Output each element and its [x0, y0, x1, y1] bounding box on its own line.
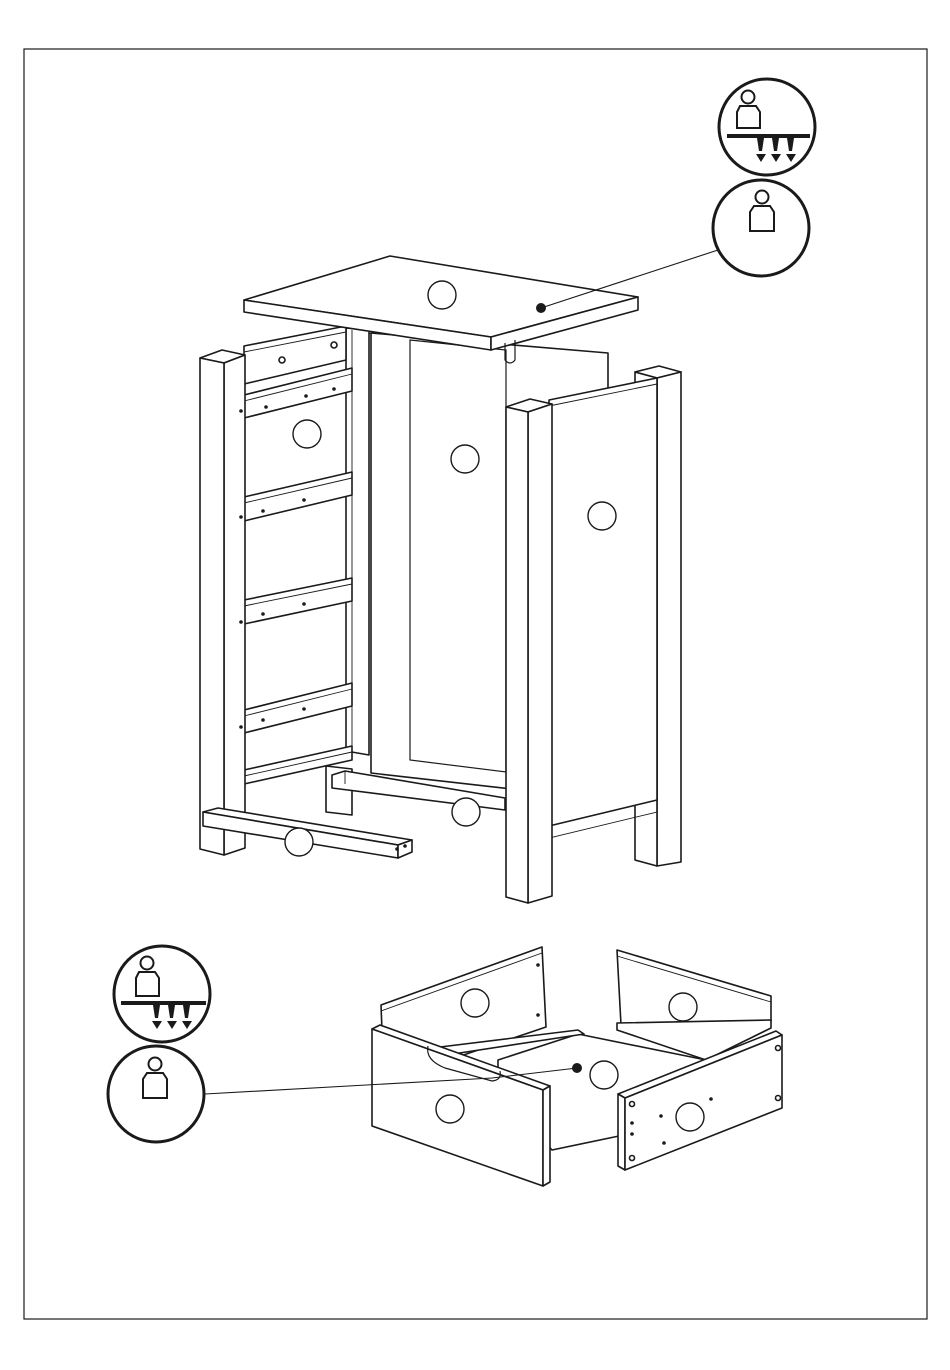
part-callout-back-panel [451, 445, 479, 473]
floor-protection-icon-top [719, 79, 815, 175]
part-callout-back-rail [452, 798, 480, 826]
right-side-frame [506, 366, 681, 903]
part-callout-drawer-right-back [669, 993, 697, 1021]
part-callout-drawer-back [461, 989, 489, 1017]
drawer-assembly [205, 947, 782, 1186]
person-icon-bottom [108, 1046, 204, 1142]
part-callout-right-side [588, 502, 616, 530]
part-callout-front-rail [285, 828, 313, 856]
part-callout-drawer-right-side [676, 1103, 704, 1131]
person-icon-top [713, 180, 809, 276]
floor-protection-icon-bottom [114, 946, 210, 1042]
part-callout-top-panel [428, 281, 456, 309]
part-callout-drawer-bottom [590, 1061, 618, 1089]
part-callout-drawer-front [436, 1095, 464, 1123]
cabinet-assembly [200, 250, 718, 903]
part-callout-left-side [293, 420, 321, 448]
